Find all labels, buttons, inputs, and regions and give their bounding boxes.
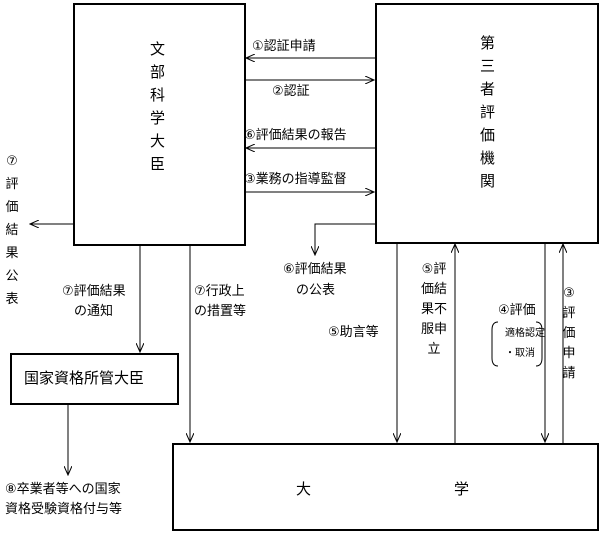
label-publish-agency-1: ⑥評価結果 bbox=[283, 262, 347, 277]
university-label-1: 大 bbox=[296, 480, 312, 498]
note-bracket-left bbox=[491, 321, 499, 367]
label-eval-request: ③評価申請 bbox=[562, 286, 576, 381]
national-minister-box: 国家資格所管大臣 bbox=[10, 353, 179, 405]
minister-box: 文部科学大臣 bbox=[73, 3, 246, 246]
label-result-report: ⑥評価結果の報告 bbox=[244, 128, 347, 143]
label-qualification-1: ⑧卒業者等への国家 bbox=[5, 482, 121, 497]
label-note-1: 適格認定 bbox=[505, 328, 545, 339]
arrow-publish-agency bbox=[315, 223, 375, 255]
agency-label: 第三者評価機関 bbox=[478, 35, 496, 196]
label-qualification-2: 資格受験資格付与等 bbox=[5, 502, 123, 517]
label-admin-1: ⑦行政上 bbox=[194, 284, 245, 299]
agency-box: 第三者評価機関 bbox=[375, 3, 599, 244]
label-advice: ⑤助言等 bbox=[328, 325, 379, 340]
label-supervision: ③業務の指導監督 bbox=[244, 172, 347, 187]
label-notify-1: ⑦評価結果 bbox=[62, 284, 126, 299]
label-publish-minister: ⑦評価結果公表 bbox=[5, 154, 19, 307]
label-publish-agency-2: の公表 bbox=[296, 283, 336, 298]
label-cert-request: ①認証申請 bbox=[252, 39, 316, 54]
minister-label: 文部科学大臣 bbox=[148, 41, 166, 179]
label-certification: ②認証 bbox=[272, 84, 310, 99]
label-note-2: ・取消 bbox=[505, 348, 535, 359]
university-box: 大 学 bbox=[172, 443, 599, 531]
label-notify-2: の通知 bbox=[74, 304, 114, 319]
label-evaluation: ④評価 bbox=[498, 303, 536, 318]
label-admin-2: の措置等 bbox=[194, 304, 247, 319]
note-bracket-right bbox=[535, 321, 543, 367]
label-objection: ⑤評価結果不服申立 bbox=[420, 262, 447, 357]
national-minister-label: 国家資格所管大臣 bbox=[24, 369, 145, 387]
university-label-2: 学 bbox=[454, 480, 470, 498]
